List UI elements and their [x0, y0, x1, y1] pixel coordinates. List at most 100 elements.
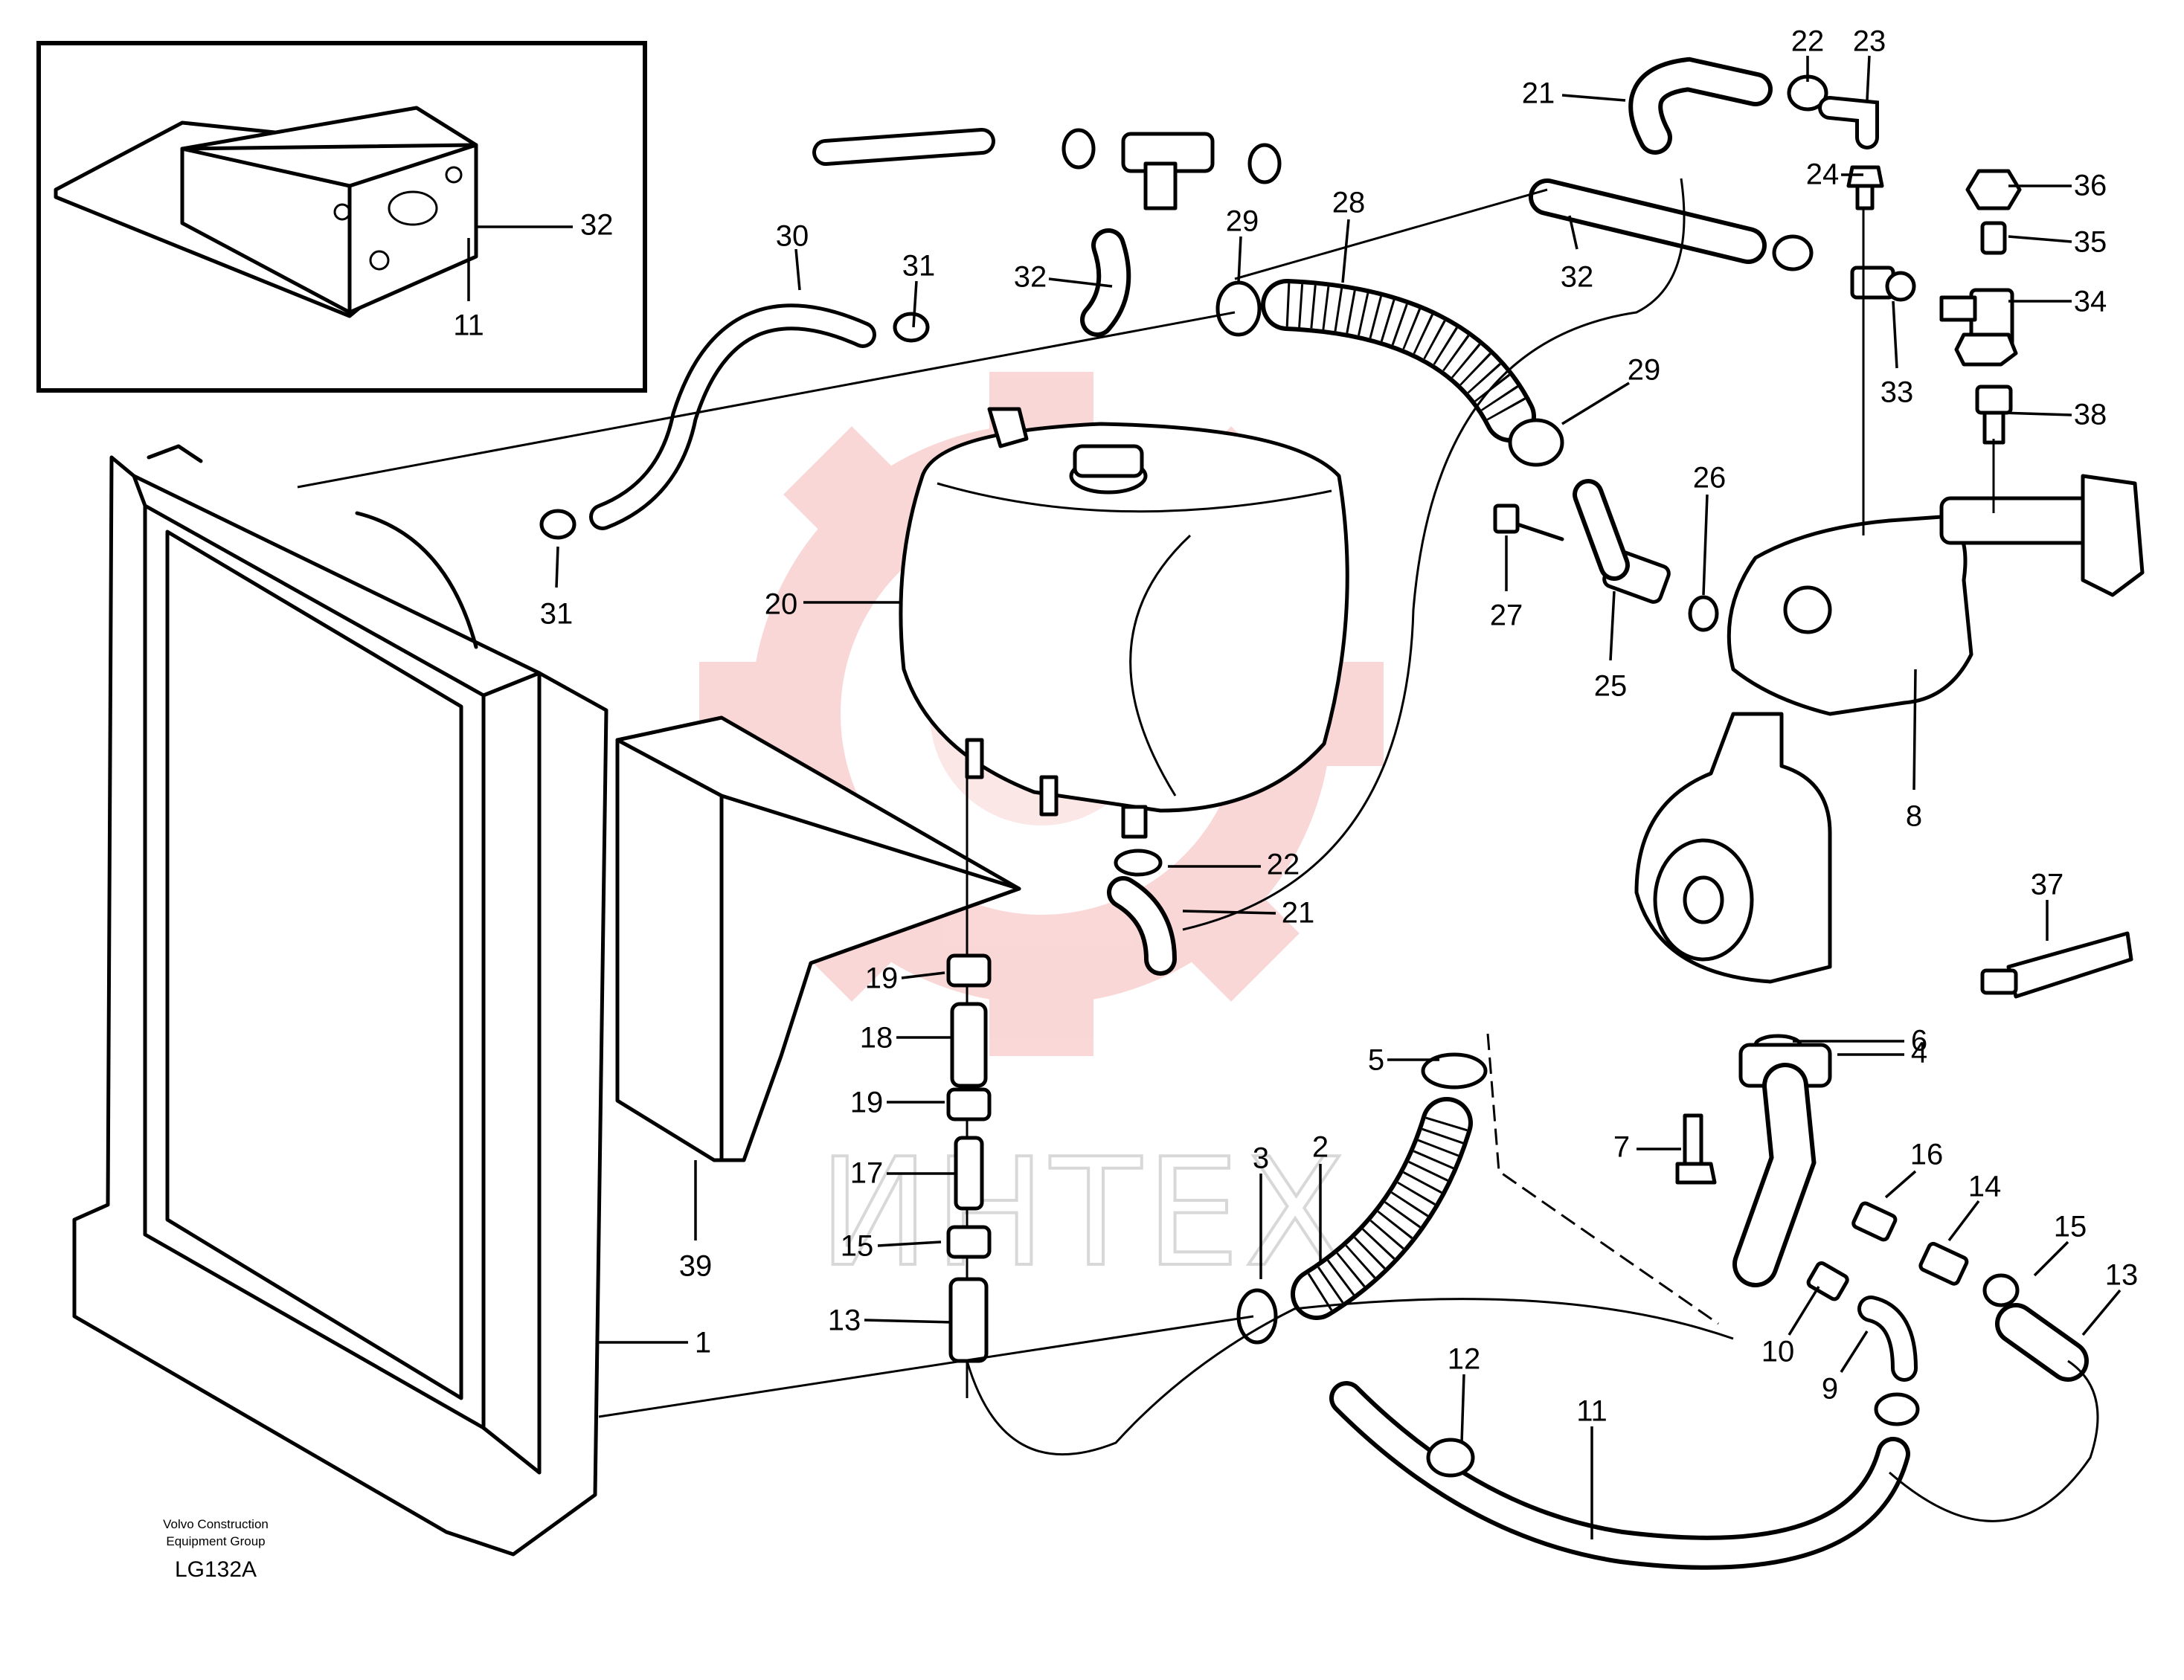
callout-leader-c14 — [1947, 1200, 1980, 1242]
callout-label-c7: 7 — [1613, 1131, 1630, 1164]
hose-32-small — [1080, 228, 1131, 337]
inset-radiator-tank-detail — [54, 106, 478, 318]
outlet-pipe-4 — [1732, 1043, 1832, 1287]
sealant-tube-37 — [1980, 931, 2133, 999]
callout-label-c21a: 21 — [1522, 77, 1555, 110]
hose-clamps — [539, 74, 2020, 1478]
callout-label-c10: 10 — [1761, 1336, 1795, 1368]
callout-leader-c25 — [1609, 590, 1616, 661]
expansion-tank — [899, 407, 1349, 839]
callout-label-c11-inset: 11 — [453, 309, 484, 342]
hose-32-right — [1529, 178, 1767, 264]
callout-label-c28: 28 — [1332, 187, 1366, 219]
publisher-caption: Volvo Construction Equipment Group LG132… — [163, 1517, 269, 1582]
callout-leader-c12 — [1460, 1374, 1465, 1444]
pipe-25-flange — [1573, 479, 1671, 604]
fan-shroud — [615, 715, 1021, 1162]
drawing-code: LG132A — [175, 1557, 257, 1582]
nipples-16-14-10 — [1806, 1201, 1969, 1301]
callout-leader-c19a — [901, 971, 945, 979]
callout-label-c27: 27 — [1490, 599, 1523, 632]
hose-top-32 — [812, 128, 995, 166]
publisher-line2: Equipment Group — [166, 1534, 265, 1548]
callout-label-c19a: 19 — [865, 962, 899, 995]
callout-label-c32a: 32 — [1014, 261, 1047, 294]
callout-label-c31b: 31 — [540, 598, 574, 631]
callout-label-c20: 20 — [765, 588, 798, 621]
callout-label-c5: 5 — [1368, 1044, 1384, 1077]
callout-label-c12: 12 — [1448, 1343, 1481, 1376]
callout-label-c25: 25 — [1594, 670, 1628, 703]
callout-leader-c26 — [1702, 494, 1709, 596]
callout-leader-c35 — [2008, 235, 2072, 243]
fitting-35 — [1980, 221, 2007, 255]
thermostat-housing — [1727, 474, 2145, 716]
callout-label-c31a: 31 — [902, 250, 936, 283]
fitting-36-nut — [1965, 169, 2022, 210]
publisher-line1: Volvo Construction — [163, 1517, 269, 1531]
callout-leader-c13b — [2081, 1289, 2122, 1336]
gasket-26 — [1688, 595, 1719, 632]
callout-leader-c21a — [1561, 94, 1626, 102]
callout-label-c24: 24 — [1806, 158, 1840, 191]
callout-label-c21b: 21 — [1282, 897, 1315, 930]
callout-leader-c33 — [1892, 300, 1898, 369]
callout-label-c6: 6 — [1911, 1025, 1927, 1058]
callout-label-c22b: 22 — [1267, 849, 1300, 881]
fitting-23 — [1818, 96, 1879, 149]
callout-leader-c30 — [794, 248, 801, 291]
callout-leader-c29b — [1561, 382, 1630, 425]
water-pump — [1634, 712, 1832, 984]
hose-13-right — [1995, 1303, 2089, 1382]
callout-label-c13b: 13 — [2105, 1259, 2139, 1292]
callout-label-c1: 1 — [695, 1327, 711, 1359]
callout-leader-c31a — [912, 280, 918, 328]
fitting-33 — [1850, 265, 1916, 302]
callout-label-c17: 17 — [850, 1157, 884, 1190]
radiator — [72, 444, 608, 1557]
callout-leader-c21b — [1182, 910, 1276, 915]
callout-label-c9: 9 — [1822, 1373, 1838, 1406]
hose-21-bottom — [1107, 876, 1177, 976]
callout-leader-c31b — [555, 546, 559, 588]
bolt-27 — [1493, 503, 1564, 541]
hose-28-corrugated — [1261, 279, 1536, 442]
callout-label-c2: 2 — [1312, 1131, 1329, 1164]
callout-label-c30: 30 — [776, 220, 809, 253]
fitting-24 — [1846, 165, 1884, 210]
callout-label-c23: 23 — [1853, 25, 1886, 58]
callout-leader-c32b — [1568, 215, 1578, 250]
callout-label-c3: 3 — [1253, 1142, 1269, 1175]
callout-label-c19b: 19 — [850, 1087, 884, 1119]
callout-label-c39: 39 — [679, 1250, 713, 1283]
callout-label-c11: 11 — [1576, 1395, 1608, 1428]
hose-21-top — [1628, 57, 1773, 155]
callout-leader-c10 — [1788, 1286, 1820, 1336]
callout-label-c35: 35 — [2074, 226, 2107, 259]
inset-box — [36, 41, 647, 393]
fitting-38 — [1975, 384, 2013, 445]
callout-label-c13a: 13 — [828, 1304, 861, 1337]
watermark-text: ИНТЕХ — [818, 1127, 1351, 1300]
callout-leader-c23 — [1866, 55, 1871, 101]
callout-leader-c29a — [1237, 236, 1242, 283]
callout-label-c33: 33 — [1881, 376, 1914, 409]
callout-leader-c16 — [1884, 1170, 1917, 1199]
callout-leader-c8 — [1912, 669, 1917, 791]
callout-label-c32b: 32 — [1561, 261, 1594, 294]
callout-label-c18: 18 — [860, 1022, 893, 1055]
bolt-7 — [1675, 1113, 1717, 1185]
callout-label-c15b: 15 — [2054, 1211, 2087, 1243]
callout-leader-c13a — [864, 1319, 953, 1324]
callout-label-c8: 8 — [1906, 800, 1922, 833]
callout-leader-c28 — [1341, 219, 1350, 283]
hose-11 — [1329, 1381, 1910, 1570]
callout-label-c14: 14 — [1968, 1171, 2002, 1203]
callout-label-c37: 37 — [2031, 869, 2064, 901]
callout-label-c29a: 29 — [1226, 205, 1259, 238]
callout-label-c34: 34 — [2074, 286, 2107, 318]
callout-label-c38: 38 — [2074, 399, 2107, 431]
callout-leader-c38 — [2000, 411, 2072, 416]
